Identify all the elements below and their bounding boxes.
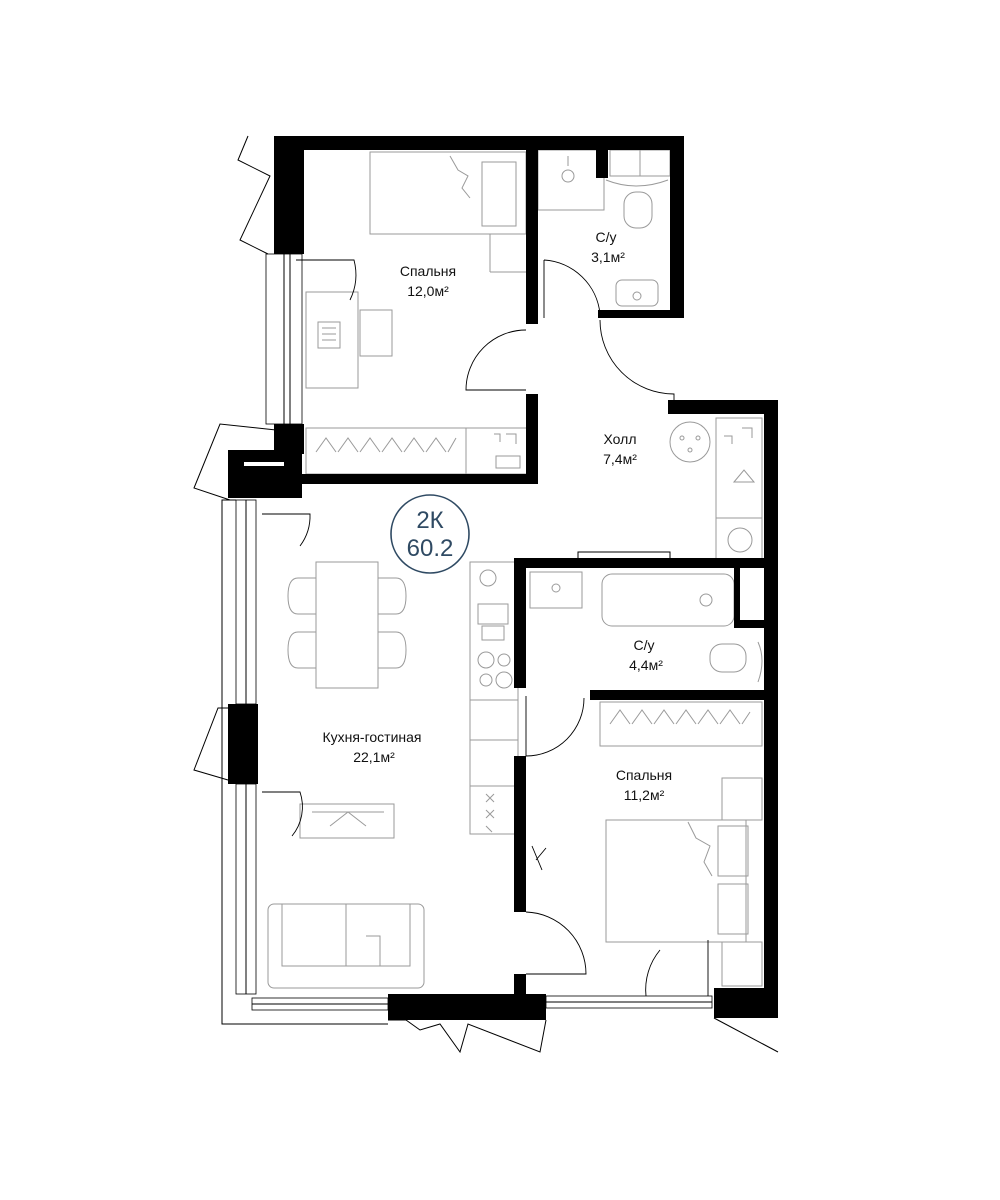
apartment-badge: 2К 60.2 bbox=[390, 494, 470, 574]
room-hall: Холл 7,4м² bbox=[603, 431, 637, 467]
room-bathroom-2: С/у 4,4м² bbox=[629, 637, 663, 673]
room-bedroom-2: Спальня 11,2м² bbox=[616, 767, 672, 803]
bed-icon bbox=[369, 151, 528, 273]
room-area: 11,2м² bbox=[624, 787, 665, 803]
facade bbox=[193, 135, 779, 1054]
room-bedroom-1: Спальня 12,0м² bbox=[400, 263, 456, 299]
room-area: 7,4м² bbox=[603, 451, 637, 467]
room-area: 12,0м² bbox=[407, 283, 449, 299]
wardrobe-2-icon bbox=[599, 701, 763, 747]
dining-table-icon bbox=[287, 561, 407, 689]
sofa-icon bbox=[267, 903, 425, 989]
room-area: 3,1м² bbox=[591, 249, 625, 265]
room-name: С/у bbox=[634, 637, 655, 653]
room-bathroom-1: С/у 3,1м² bbox=[591, 229, 625, 265]
windows bbox=[235, 253, 713, 1011]
room-name: Кухня-гостиная bbox=[322, 729, 421, 745]
room-name: Спальня bbox=[616, 767, 672, 783]
room-area: 4,4м² bbox=[629, 657, 663, 673]
room-kitchen-living: Кухня-гостиная 22,1м² bbox=[322, 729, 421, 765]
room-name: Спальня bbox=[400, 263, 456, 279]
room-area: 22,1м² bbox=[353, 749, 395, 765]
room-name: С/у bbox=[596, 229, 617, 245]
doors bbox=[262, 259, 709, 997]
tv-stand-icon bbox=[299, 803, 395, 839]
room-name: Холл bbox=[604, 431, 637, 447]
desk-icon bbox=[305, 291, 393, 389]
furniture bbox=[267, 149, 763, 989]
wardrobe-icon bbox=[305, 427, 531, 475]
room-labels: Спальня 12,0м² С/у 3,1м² Холл 7,4м² Кухн… bbox=[322, 229, 672, 803]
walls bbox=[228, 136, 778, 1020]
apartment-area: 60.2 bbox=[407, 535, 454, 562]
bed-2-icon bbox=[605, 777, 763, 987]
hall-furniture bbox=[669, 417, 763, 561]
kitchen-counter-icon bbox=[469, 561, 519, 835]
apartment-type: 2К bbox=[416, 507, 443, 534]
